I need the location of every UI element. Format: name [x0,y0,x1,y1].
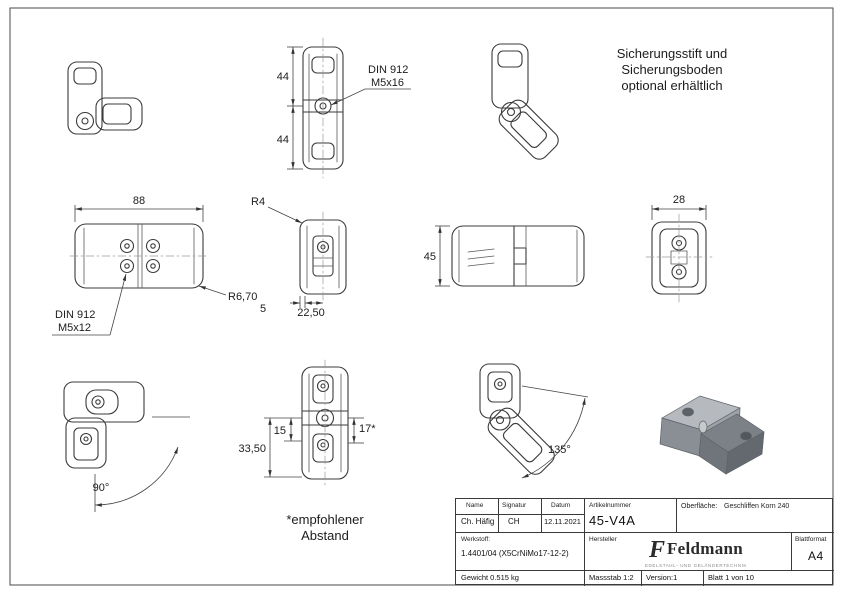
dim-label-44-upper: 44 [277,71,289,83]
view-front-88 [69,223,209,289]
recommended-note-line2: Abstand [301,528,349,543]
brand-name: Feldmann [666,539,744,558]
view-elbow-135-top [491,43,559,160]
datum-value: 12.11.2021 [544,517,581,526]
optional-note-line1: Sicherungsstift und [617,46,728,61]
annotation-r670: R6,70 [198,285,257,303]
view-corner-90 [63,381,145,469]
massstab-value: Massstab 1:2 [589,573,634,582]
view-end-28 [645,213,713,303]
signatur-label: Signatur [502,502,527,509]
leader-line [198,285,227,296]
annotation-din912-m5x16: DIN 912 M5x16 [330,64,411,106]
screws [119,238,161,274]
view-side-dims [301,359,349,489]
din912-m5x12-line1: DIN 912 [55,309,95,321]
dim-label-28: 28 [673,194,685,206]
version-value: Version:1 [646,573,678,582]
din912-m5x16-line2: M5x16 [371,77,404,89]
oberflaeche-label: Oberfläche: [681,503,718,510]
hersteller-label: Hersteller [589,536,617,543]
annotation-r4: R4 [251,196,303,224]
werkstoff-label: Werkstoff: [461,536,491,543]
view-straight-44 [302,37,344,179]
dim-28: 28 [651,194,707,220]
dim-angle-135: 135° [521,385,589,479]
dim-label-45: 45 [424,251,436,263]
signatur-value: CH [508,517,520,526]
dim-15-3350: 15 33,50 [238,417,302,478]
hinge-joint [489,409,511,431]
dim-label-90deg: 90° [93,482,110,494]
annotation-din912-m5x12: DIN 912 M5x12 [52,273,127,336]
blattformat-value: A4 [808,549,824,563]
recommended-note-line1: *empfohlener [286,512,364,527]
dim-5-2250: 5 22,50 [260,296,325,319]
oberflaeche-value: Geschliffen Korn 240 [724,503,790,510]
werkstoff-value: 1.4401/04 (X5CrNiMo17-12-2) [461,549,569,558]
datum-label: Datum [551,502,571,509]
view-elbow-135-front [479,363,555,475]
dim-label-135deg: 135° [548,444,571,456]
dim-label-5: 5 [260,303,266,315]
din912-m5x12-line2: M5x12 [58,322,91,334]
hinge-knuckle [698,420,708,434]
dim-44-upper: 44 [277,46,303,107]
leader-line [109,273,127,336]
name-value: Ch. Häfig [461,517,495,526]
optional-note-line3: optional erhältlich [621,78,722,93]
dim-label-3350: 33,50 [238,443,266,455]
dim-label-44-lower: 44 [277,134,289,146]
dim-label-r670: R6,70 [228,291,257,303]
gewicht-value: Gewicht 0.515 kg [461,573,519,582]
optional-note-line2: Sicherungsboden [621,62,722,77]
name-label: Name [466,502,484,509]
dim-angle-90: 90° [93,416,190,512]
view-elbow-90-top [67,61,143,135]
dim-17: 17* [348,417,376,444]
blatt-value: Blatt 1 von 10 [708,573,754,582]
dim-label-2250: 22,50 [297,307,325,319]
note-recommended: *empfohlener Abstand [286,512,364,543]
view-side-profile [299,211,347,303]
artikelnummer-label: Artikelnummer [589,502,631,509]
blattformat-label: Blattformat [795,536,827,543]
hinge-joint [500,101,522,123]
dim-label-r4: R4 [251,196,265,208]
feldmann-logo-icon: F [648,537,665,563]
dim-45: 45 [424,225,450,287]
screw-head [740,431,752,441]
note-optional: Sicherungsstift und Sicherungsboden opti… [617,46,728,93]
dim-label-15: 15 [274,425,286,437]
dim-88: 88 [74,195,204,222]
title-block: Name Signatur Datum Ch. Häfig CH 12.11.2… [455,498,834,586]
dim-label-88: 88 [133,195,145,207]
dim-label-17: 17* [359,423,376,435]
brand-tagline: EDELSTAHL- UND GELÄNDERTECHNIK [644,563,748,568]
leader-line [267,206,303,224]
artikelnummer-value: 45-V4A [589,513,636,528]
isometric-render [659,395,765,475]
view-top-45 [451,225,585,287]
dim-44-lower: 44 [277,106,303,170]
din912-m5x16-line1: DIN 912 [368,64,408,76]
leader-line [330,88,411,106]
screw-head [75,111,95,131]
screw-head [682,407,694,417]
sheet-frame [9,7,834,586]
